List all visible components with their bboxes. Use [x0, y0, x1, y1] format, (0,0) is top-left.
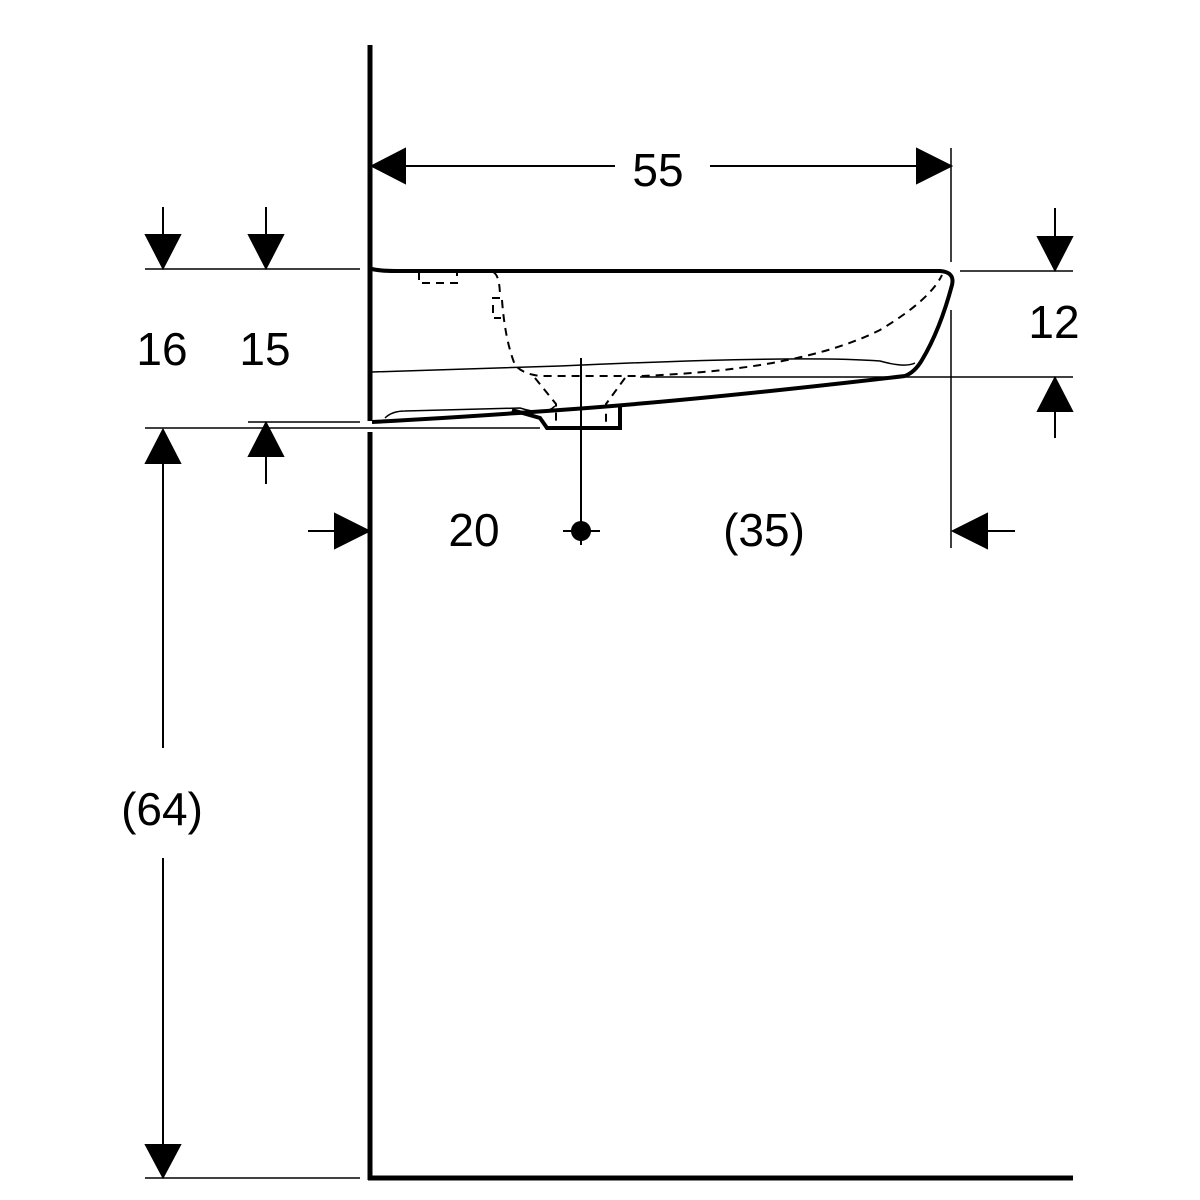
drain-axis [563, 358, 600, 545]
dimension-height-right-label: 12 [1028, 296, 1079, 348]
dimension-height-outer-label: 16 [136, 323, 187, 375]
dimension-height-inner-label: 15 [239, 323, 290, 375]
extension-lines [145, 148, 1073, 1179]
dimension-width-label: 55 [632, 144, 683, 196]
dimension-arrows [144, 147, 1074, 1180]
wall [367, 45, 1073, 1181]
washbasin-outline [371, 267, 955, 430]
drain-center-marker [571, 521, 591, 541]
dimension-front-remainder-label: (35) [723, 504, 805, 556]
dimension-floor-height-label: (64) [121, 783, 203, 835]
dimension-drain-offset-label: 20 [448, 504, 499, 556]
